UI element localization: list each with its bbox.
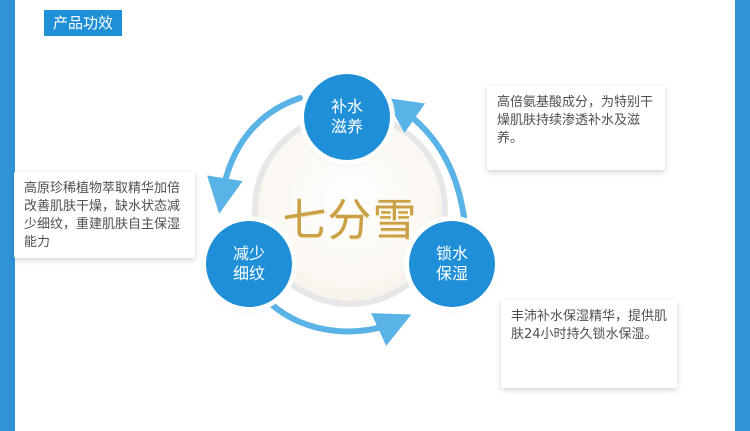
benefit-card-top-right-text: 高倍氨基酸成分，为特别干燥肌肤持续渗透补水及滋养。 <box>497 95 654 146</box>
benefit-card-left-text: 高原珍稀植物萃取精华加倍改善肌肤干燥，缺水状态减少细纹，重建肌肤自主保湿能力 <box>24 181 181 250</box>
benefit-bubble-hydration: 补水 滋养 <box>304 74 390 160</box>
arc-bottom-arrow-icon <box>267 300 412 346</box>
arc-top-left-arrow-icon <box>207 95 303 214</box>
benefit-bubble-moisture-lock-label: 锁水 保湿 <box>435 244 468 283</box>
right-side-bar <box>735 0 750 431</box>
arc-right-arrow-icon <box>385 97 467 220</box>
benefit-bubble-moisture-lock: 锁水 保湿 <box>409 221 495 307</box>
benefit-bubble-hydration-label: 补水 滋养 <box>330 97 363 136</box>
left-side-bar <box>0 0 15 431</box>
benefit-card-bottom-right: 丰沛补水保湿精华，提供肌肤24小时持久锁水保湿。 <box>501 300 677 388</box>
benefit-bubble-wrinkle-label: 减少 细纹 <box>232 244 265 283</box>
benefit-card-bottom-right-text: 丰沛补水保湿精华，提供肌肤24小时持久锁水保湿。 <box>511 309 668 342</box>
section-title-tag: 产品功效 <box>44 10 122 36</box>
benefit-bubble-wrinkle: 减少 细纹 <box>206 221 292 307</box>
benefit-card-left: 高原珍稀植物萃取精华加倍改善肌肤干燥，缺水状态减少细纹，重建肌肤自主保湿能力 <box>14 172 195 258</box>
brand-name: 七分雪 <box>282 195 418 246</box>
benefit-card-top-right: 高倍氨基酸成分，为特别干燥肌肤持续渗透补水及滋养。 <box>487 86 665 170</box>
